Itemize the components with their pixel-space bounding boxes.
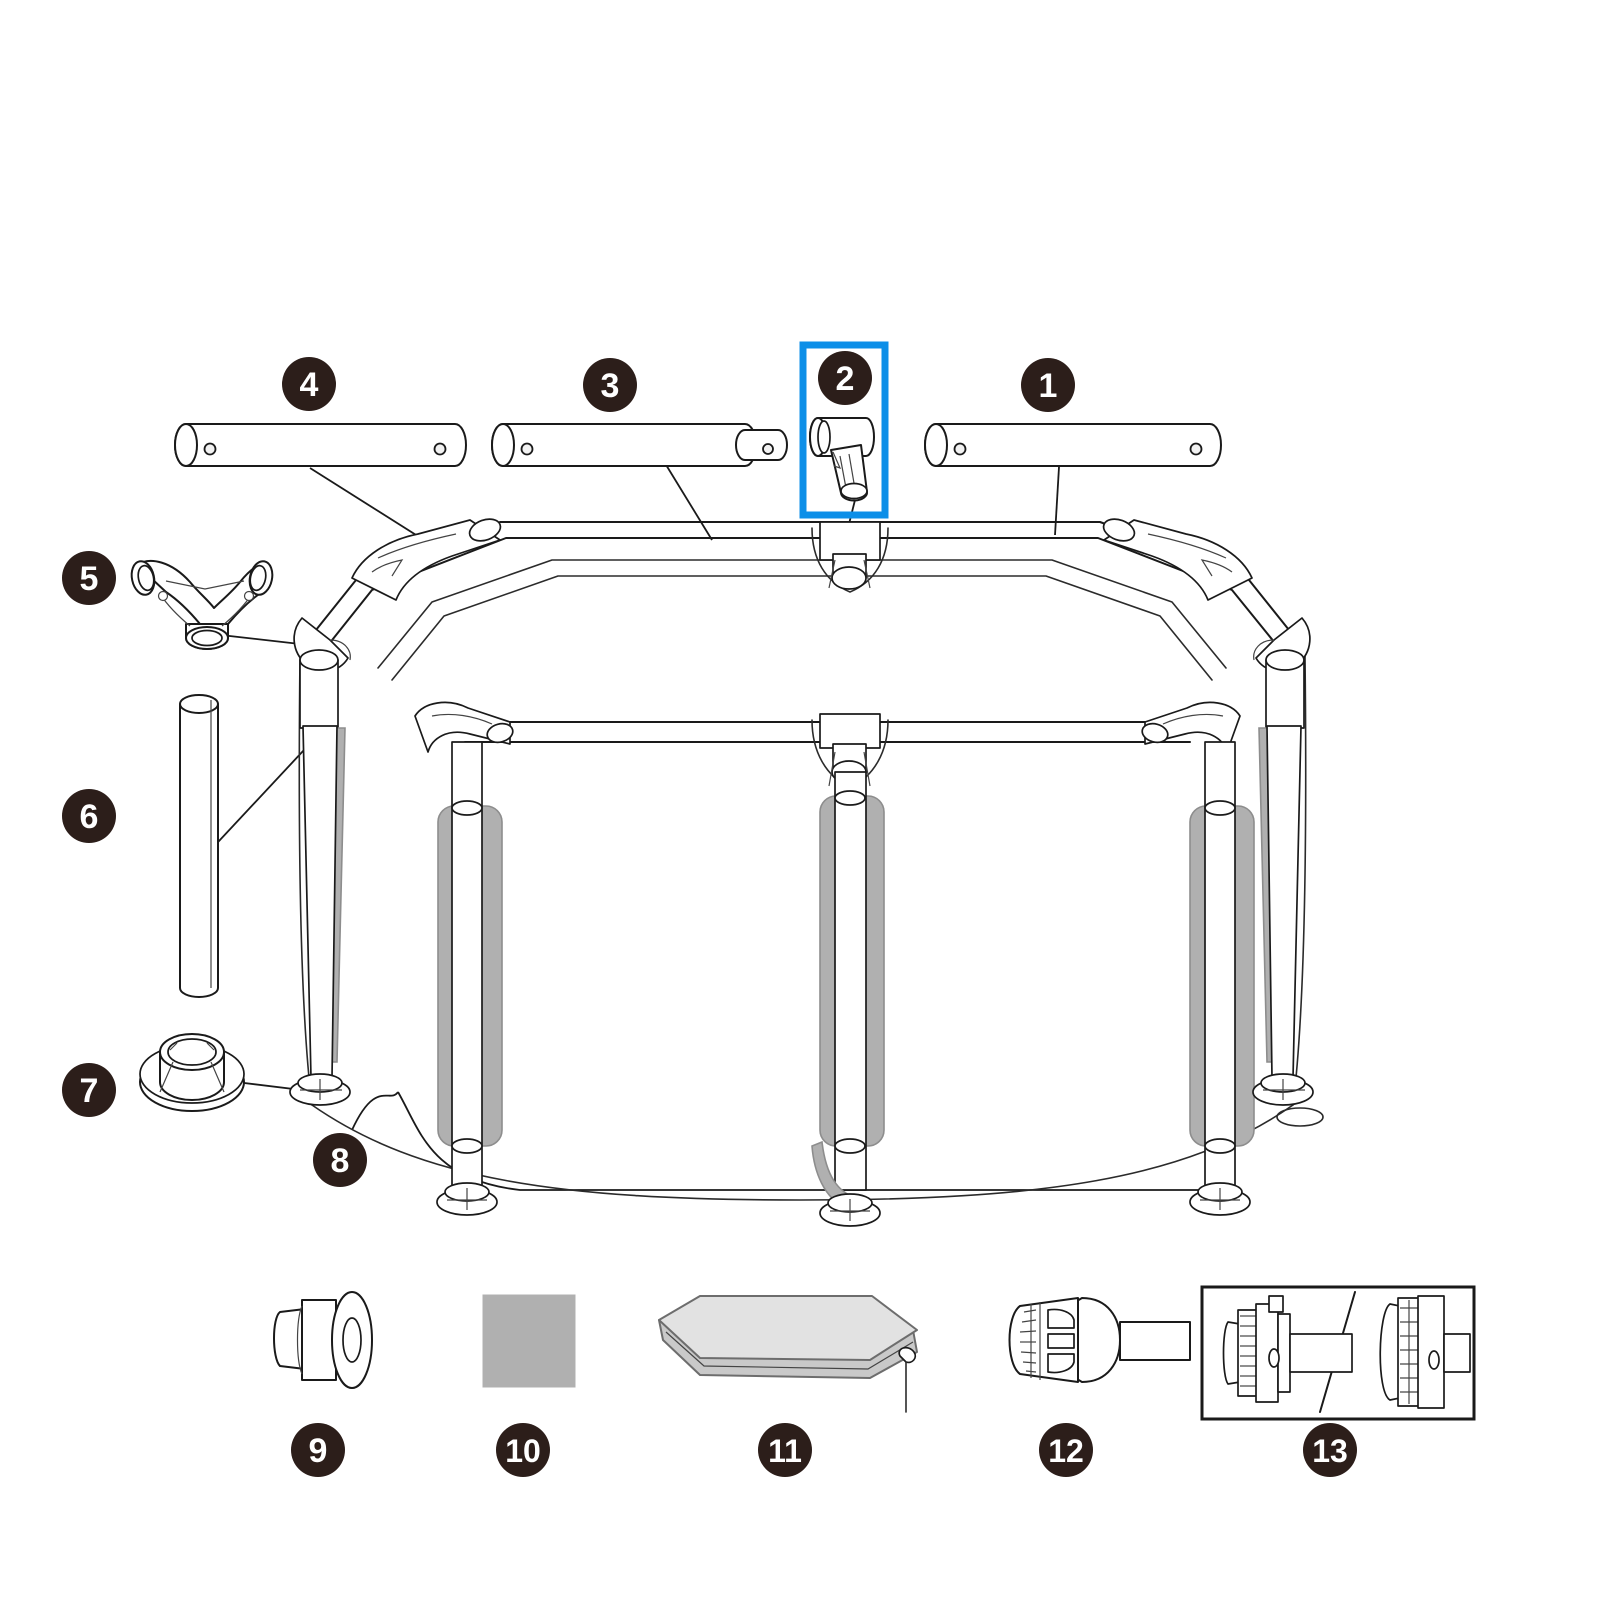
highlight-box-part-2 [799, 341, 889, 519]
callout-10[interactable]: 10 [496, 1423, 550, 1477]
foot-left-corner [289, 1073, 351, 1106]
callout-6-label: 6 [80, 798, 99, 836]
callout-10-label: 10 [505, 1433, 541, 1469]
leg-assembly-front-right [1189, 741, 1255, 1216]
callout-13-label: 13 [1312, 1433, 1348, 1469]
callout-12-label: 12 [1048, 1433, 1084, 1469]
valve-left-ribs [1240, 1315, 1256, 1387]
callout-5[interactable]: 5 [62, 551, 116, 605]
rail-4-hole-right [433, 442, 447, 456]
valve-box-frame [1200, 1285, 1476, 1421]
corner-joint-top-left [351, 518, 502, 601]
callout-2-label: 2 [836, 360, 855, 398]
part-repair-patch-10[interactable] [482, 1294, 576, 1388]
callout-4[interactable]: 4 [282, 357, 336, 411]
rail-3-hole-left [520, 442, 534, 456]
callout-5-label: 5 [80, 560, 99, 598]
callout-4-label: 4 [300, 366, 319, 404]
leg-assembly-right-corner [1252, 725, 1314, 1106]
leader-8-stub [351, 1091, 399, 1131]
callout-7-label: 7 [80, 1072, 99, 1110]
rail-3-hole-right [762, 443, 774, 455]
callout-9[interactable]: 9 [291, 1423, 345, 1477]
callout-1-label: 1 [1039, 367, 1058, 405]
part-pool-liner-11[interactable] [658, 1295, 918, 1413]
valve-right-ribs [1400, 1300, 1418, 1404]
part-rail-3[interactable] [491, 423, 788, 467]
leg-assembly-front-center [811, 771, 885, 1227]
callout-3-label: 3 [601, 367, 620, 405]
callout-12[interactable]: 12 [1039, 1423, 1093, 1477]
corner-post-left [293, 617, 351, 729]
callout-11[interactable]: 11 [758, 1423, 812, 1477]
part-drain-plug-9[interactable] [273, 1291, 373, 1389]
corner-post-right [1253, 617, 1311, 729]
callout-1[interactable]: 1 [1021, 358, 1075, 412]
leader-6 [204, 734, 319, 857]
rail-1-hole-right [1189, 442, 1203, 456]
callout-discs: 1 2 3 4 5 6 7 [62, 351, 1357, 1477]
callout-8-label: 8 [331, 1142, 350, 1180]
part-base-foot-7[interactable] [139, 1033, 245, 1112]
callout-8[interactable]: 8 [313, 1133, 367, 1187]
valve-variant-right [1379, 1295, 1471, 1409]
frame-top-rail-outer [299, 521, 1306, 665]
part-leg-pipe-6[interactable] [179, 694, 219, 998]
frame-inner-rim [377, 559, 1227, 681]
part-valve-box-13[interactable] [1200, 1285, 1476, 1421]
foot-front-left [436, 1182, 498, 1216]
part-t-connector-2[interactable] [809, 417, 875, 502]
part-rail-4[interactable] [174, 423, 467, 467]
corner-joint-top-right [1102, 518, 1253, 601]
foot-front-center [819, 1193, 881, 1227]
callout-2[interactable]: 2 [818, 351, 872, 405]
callout-13[interactable]: 13 [1303, 1423, 1357, 1477]
leg-assembly-front-left [436, 741, 503, 1216]
callout-3[interactable]: 3 [583, 358, 637, 412]
assembled-pool-frame [289, 518, 1324, 1227]
rail-1-hole-left [953, 442, 967, 456]
callout-6[interactable]: 6 [62, 789, 116, 843]
cap-ribs [1019, 1302, 1041, 1380]
callout-11-label: 11 [768, 1433, 802, 1469]
rail-4-hole-left [203, 442, 217, 456]
leader-8-sweep [397, 1091, 1240, 1191]
foot-front-right [1189, 1182, 1251, 1216]
rear-center-t-connector [811, 521, 889, 593]
valve-variant-left [1222, 1295, 1353, 1403]
leader-lines [204, 449, 1240, 1191]
leader-3 [659, 454, 713, 541]
callout-7[interactable]: 7 [62, 1063, 116, 1117]
foot-right-corner [1252, 1073, 1314, 1106]
part-ribbed-cap-12[interactable] [1008, 1297, 1191, 1383]
part-t-joint-5[interactable] [129, 559, 276, 650]
lower-rail-elbow-left [414, 701, 514, 753]
part-rail-1[interactable] [924, 423, 1222, 467]
leg-assembly-left-corner [289, 725, 351, 1106]
callout-9-label: 9 [309, 1432, 328, 1470]
